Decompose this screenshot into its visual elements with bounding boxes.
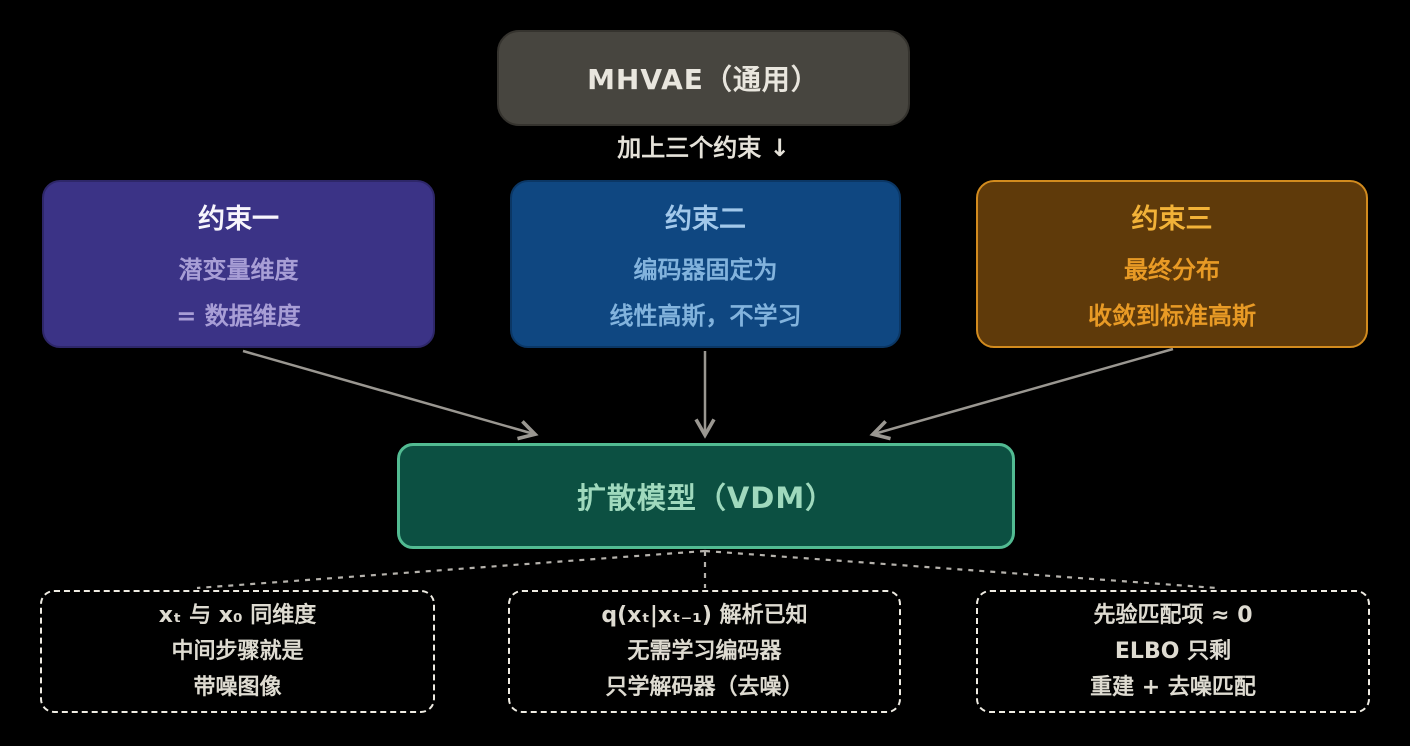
constraint-1-box: 约束一 潜变量维度 = 数据维度 [42, 180, 435, 348]
arrow-constraint3-to-vdm [869, 347, 1174, 441]
constraint-3-title: 约束三 [1131, 204, 1213, 235]
consequence-1-line-2: 中间步骤就是 [171, 638, 304, 664]
consequence-3-box: 先验匹配项 ≈ 0 ELBO 只剩 重建 + 去噪匹配 [976, 590, 1370, 713]
constraint-1-title: 约束一 [198, 204, 279, 235]
transition-label: 加上三个约束 ↓ [617, 134, 790, 162]
consequence-3-line-1: 先验匹配项 ≈ 0 [1093, 602, 1253, 628]
mhvae-root-box: MHVAE（通用） [497, 30, 910, 126]
consequence-1-box: xₜ 与 x₀ 同维度 中间步骤就是 带噪图像 [40, 590, 435, 713]
constraint-2-box: 约束二 编码器固定为 线性高斯，不学习 [510, 180, 901, 348]
vdm-result-label: 扩散模型（VDM） [576, 481, 836, 515]
constraint-2-line-2: 线性高斯，不学习 [609, 302, 802, 330]
consequence-2-line-3: 只学解码器（去噪） [605, 674, 804, 700]
consequence-1-line-1: xₜ 与 x₀ 同维度 [158, 602, 317, 628]
mhvae-root-label: MHVAE（通用） [587, 63, 820, 96]
vdm-result-box: 扩散模型（VDM） [397, 443, 1015, 549]
consequence-3-line-3: 重建 + 去噪匹配 [1090, 674, 1256, 700]
constraint-3-line-2: 收敛到标准高斯 [1088, 302, 1256, 330]
consequence-3-line-2: ELBO 只剩 [1114, 638, 1232, 664]
constraint-3-line-1: 最终分布 [1124, 256, 1220, 284]
constraint-1-line-2: = 数据维度 [176, 302, 301, 330]
consequence-1-line-3: 带噪图像 [193, 674, 282, 700]
arrow-constraint1-to-vdm [242, 349, 539, 441]
constraint-1-line-1: 潜变量维度 [178, 256, 299, 284]
consequence-2-line-1: q(xₜ|xₜ₋₁) 解析已知 [601, 602, 808, 628]
constraint-2-line-1: 编码器固定为 [633, 256, 778, 284]
consequence-2-box: q(xₜ|xₜ₋₁) 解析已知 无需学习编码器 只学解码器（去噪） [508, 590, 901, 713]
dashed-connector-vdm-to-consequence3 [704, 549, 1218, 590]
constraint-3-box: 约束三 最终分布 收敛到标准高斯 [976, 180, 1368, 348]
consequence-2-line-2: 无需学习编码器 [627, 638, 782, 664]
constraint-2-title: 约束二 [665, 204, 746, 235]
dashed-connector-vdm-to-consequence1 [196, 549, 706, 590]
